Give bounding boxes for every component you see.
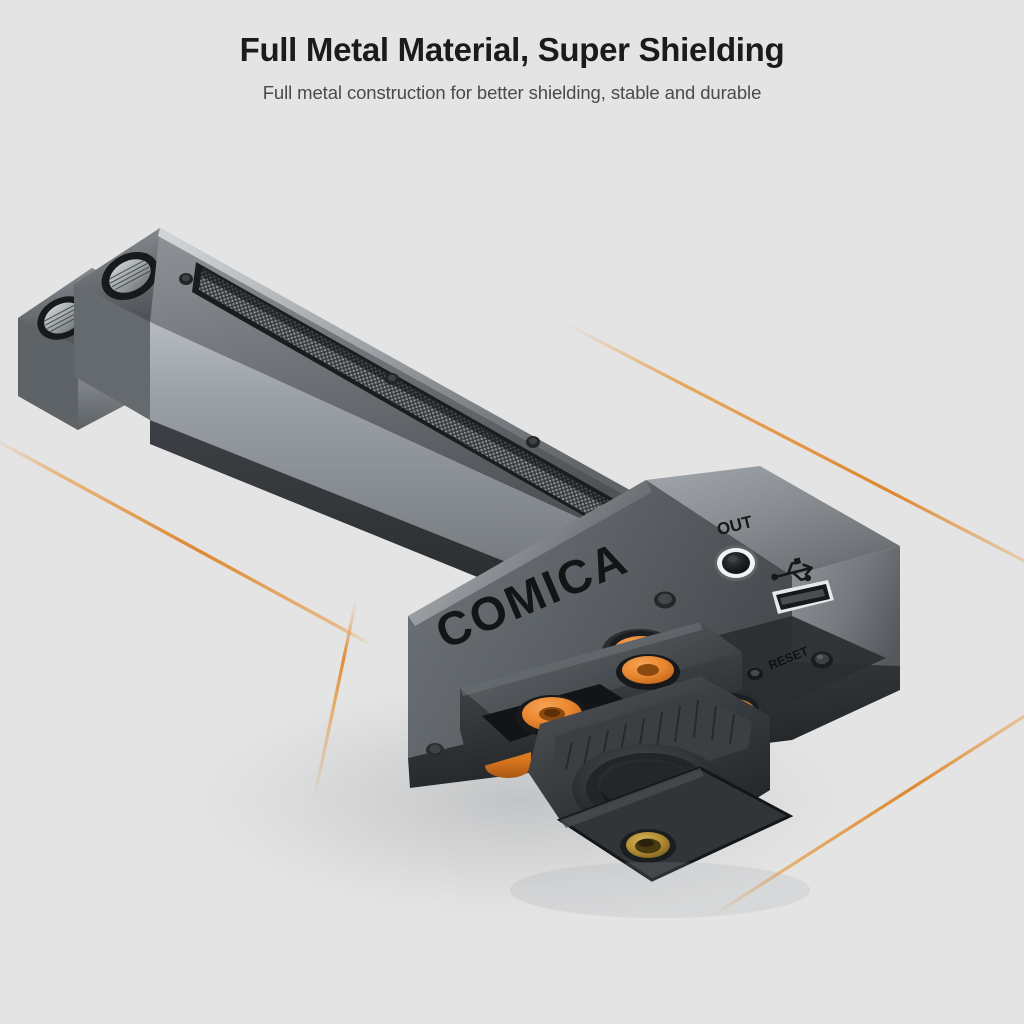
reset-button-label: RESET: [767, 644, 811, 673]
micro-usb-port[interactable]: [772, 580, 834, 614]
product-shadow: [190, 680, 850, 920]
body-bottom-plate: [408, 662, 900, 788]
body-front-face: [408, 480, 792, 758]
barrel-screws: [179, 273, 540, 448]
out-port-label: OUT: [715, 512, 755, 539]
mount-base-plate: [556, 766, 794, 882]
mic-barrel: [18, 228, 662, 652]
mic-barrel-front-face: [150, 322, 662, 624]
cold-shoe-mount: [528, 676, 770, 840]
tripod-thread: [620, 829, 676, 863]
page-title: Full Metal Material, Super Shielding: [239, 31, 785, 68]
orange-line-upper-right: [564, 322, 1024, 563]
orange-line-lower-right: [710, 714, 1024, 918]
body-top-face: [646, 466, 900, 576]
rubber-grommet-upper-front: [616, 654, 680, 690]
rubber-grommet-top: [602, 629, 678, 704]
body-screws-front: [426, 591, 676, 757]
mic-end-vent-left: [37, 296, 89, 340]
headphone-out-jack[interactable]: [714, 545, 758, 581]
header: Full Metal Material, Super Shielding Ful…: [0, 0, 1024, 104]
reset-pinhole[interactable]: [747, 668, 763, 680]
mic-end-vent-right: [101, 252, 159, 300]
main-body: OUT: [408, 466, 900, 788]
page-subtitle: Full metal construction for better shiel…: [262, 82, 762, 104]
shock-mount-assembly: [460, 622, 794, 882]
rubber-grommet-front: [516, 695, 588, 737]
body-screw-right: [811, 651, 833, 669]
orange-line-lower-left: [312, 598, 358, 802]
shock-mount-bracket: [460, 622, 742, 770]
mic-barrel-top-face: [150, 228, 662, 556]
rubber-grommet-right: [694, 691, 766, 761]
orange-line-upper-left: [0, 440, 374, 647]
body-right-face: [792, 546, 900, 700]
mic-grille: [192, 262, 630, 540]
usb-icon: [771, 557, 813, 582]
rubber-grommet-left: [474, 712, 542, 778]
brand-logo: COMICA: [428, 531, 635, 659]
